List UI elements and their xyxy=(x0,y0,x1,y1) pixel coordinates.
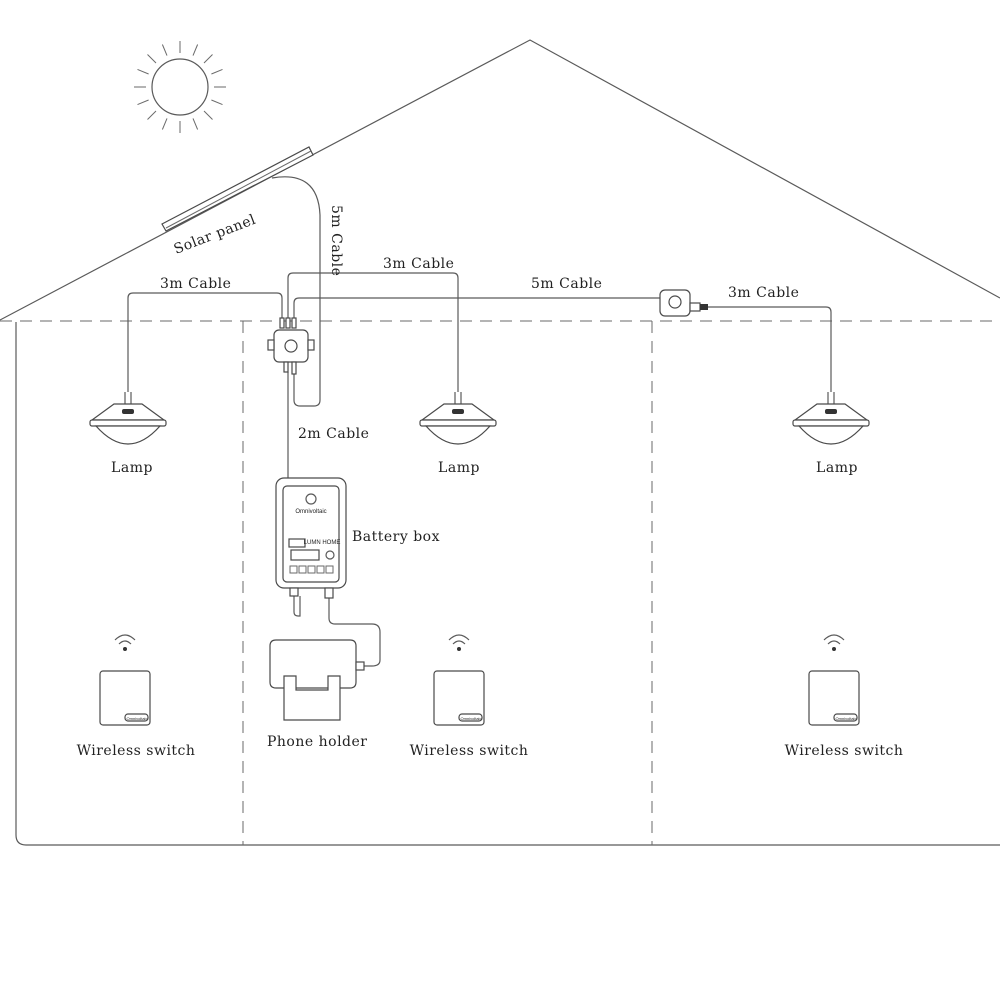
switch-brand: Omnivoltaic xyxy=(836,716,857,721)
wireless-switch-label-left: Wireless switch xyxy=(77,743,196,759)
sun-ray xyxy=(192,44,199,56)
switch-brand: Omnivoltaic xyxy=(461,716,482,721)
cable-3m-middle-label: 3m Cable xyxy=(383,256,454,272)
lamp-label-left: Lamp xyxy=(111,460,153,476)
cable-3m-left-label: 3m Cable xyxy=(160,276,231,292)
wifi-icon xyxy=(114,634,136,651)
battery-model: LUMN HOME xyxy=(304,540,341,546)
wireless-switch-middle: Omnivoltaic xyxy=(433,634,485,726)
cables xyxy=(127,176,832,667)
sun-ray xyxy=(211,99,223,106)
battery-ports xyxy=(289,565,334,574)
house-outline xyxy=(0,39,1000,846)
battery-brand: Omnivoltaic xyxy=(295,509,326,515)
junction-hub-main xyxy=(267,317,315,375)
sun-ray xyxy=(137,99,149,106)
wifi-icon xyxy=(823,634,845,651)
wireless-switch-label-middle: Wireless switch xyxy=(410,743,529,759)
lamp-right xyxy=(792,392,870,445)
cable-5m-vertical-label: 5m Cable xyxy=(328,205,344,276)
sun-icon xyxy=(134,41,226,133)
lamp-label-right: Lamp xyxy=(816,460,858,476)
sun-ray xyxy=(147,110,157,120)
lamp-left xyxy=(89,392,167,445)
battery-box-label: Battery box xyxy=(352,529,440,545)
battery-box: Omnivoltaic LUMN HOME xyxy=(275,477,347,599)
cable-5m-right-label: 5m Cable xyxy=(531,276,602,292)
junction-hub-right xyxy=(659,289,708,317)
sun-ray xyxy=(161,44,168,56)
cable-2m-label: 2m Cable xyxy=(298,426,369,442)
wireless-switch-label-right: Wireless switch xyxy=(785,743,904,759)
wireless-switch-right: Omnivoltaic xyxy=(808,634,860,726)
lamp-middle xyxy=(419,392,497,445)
sun-ray xyxy=(147,54,157,64)
switch-brand: Omnivoltaic xyxy=(127,716,148,721)
wifi-icon xyxy=(448,634,470,651)
phone-holder-label: Phone holder xyxy=(267,734,367,750)
sun-ray xyxy=(211,68,223,75)
cable-3m-right-label: 3m Cable xyxy=(728,285,799,301)
phone-holder xyxy=(269,639,365,721)
lamp-label-middle: Lamp xyxy=(438,460,480,476)
solar-panel xyxy=(161,146,314,232)
sun-ray xyxy=(137,68,149,75)
sun-ray xyxy=(203,110,213,120)
sun-ray xyxy=(192,118,199,130)
sun-ray xyxy=(203,54,213,64)
sun-ray xyxy=(161,118,168,130)
wireless-switch-left: Omnivoltaic xyxy=(99,634,151,726)
